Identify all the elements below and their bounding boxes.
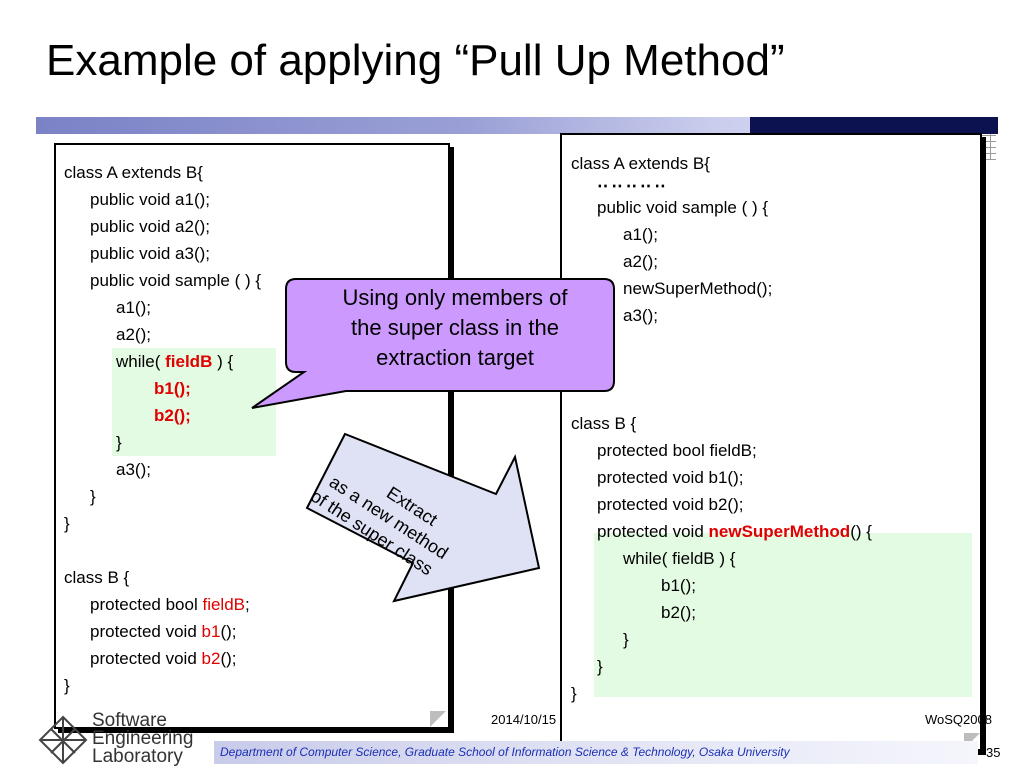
left-highlight-block: [112, 348, 276, 456]
code-text: ) {: [212, 352, 234, 371]
callout-line: the super class in the: [351, 315, 559, 340]
code-line: class B {: [64, 568, 130, 587]
logo-line: Software: [92, 710, 167, 731]
code-line: }: [597, 657, 603, 676]
extract-arrow-shape: [305, 432, 541, 603]
code-line: }: [90, 487, 96, 506]
code-line: a3();: [623, 306, 658, 325]
code-method-highlight: b1: [201, 622, 221, 641]
code-line: }: [623, 630, 629, 649]
code-text: protected void: [90, 622, 202, 641]
code-field-highlight: fieldB: [202, 595, 245, 614]
code-line: }: [571, 684, 577, 703]
ellipsis-dots: ‥‥‥‥‥: [597, 172, 669, 191]
code-line: class A extends B{: [571, 154, 710, 173]
code-text: ();: [220, 622, 237, 641]
code-method-highlight: b2: [201, 649, 221, 668]
code-line: }: [64, 514, 70, 533]
code-line: a3();: [116, 460, 151, 479]
code-line: b2();: [661, 603, 696, 622]
right-code-listing: class A extends B{ ‥‥‥‥‥ public void sam…: [571, 150, 872, 707]
code-line: protected void newSuperMethod() {: [571, 518, 872, 545]
logo-line: Laboratory: [92, 746, 183, 767]
logo-line: Engineering: [92, 728, 194, 749]
code-line: protected void b1();: [64, 618, 261, 645]
code-text: protected void: [90, 649, 202, 668]
code-line: public void a1();: [90, 190, 211, 209]
code-line: while( fieldB ) {: [623, 549, 736, 568]
code-line: a2();: [623, 252, 658, 271]
code-line: public void sample ( ) {: [90, 271, 262, 290]
department-text: Department of Computer Science, Graduate…: [220, 745, 790, 759]
callout-bubble: [251, 278, 615, 409]
code-text: protected bool: [90, 595, 203, 614]
code-text: ;: [245, 595, 250, 614]
page-number: 35: [986, 745, 1001, 760]
code-line: a1();: [116, 298, 151, 317]
code-line: b1();: [154, 379, 191, 398]
code-text: ();: [220, 649, 237, 668]
department-bar: [214, 741, 978, 764]
code-line: protected bool fieldB;: [64, 591, 261, 618]
code-line: a2();: [116, 325, 151, 344]
code-line: b1();: [661, 576, 696, 595]
title-bar-dark-segment: [750, 117, 998, 134]
slide-title: Example of applying “Pull Up Method”: [46, 36, 785, 85]
footer-date: 2014/10/15: [491, 712, 557, 727]
callout-line: Using only members of: [342, 285, 568, 310]
code-line: protected void b1();: [597, 468, 744, 487]
code-text: protected void: [597, 522, 709, 541]
code-line: }: [116, 433, 122, 452]
footer-conference: WoSQ2008: [925, 712, 992, 727]
lab-logo-text: Software Engineering Laboratory: [92, 710, 194, 767]
callout-line: extraction target: [376, 345, 534, 370]
code-line: public void a2();: [90, 217, 211, 236]
code-line: class A extends B{: [64, 163, 203, 182]
right-highlight-block: [594, 533, 972, 697]
code-line: a1();: [623, 225, 658, 244]
code-method-highlight: newSuperMethod: [708, 522, 851, 541]
code-field-highlight: fieldB: [165, 352, 213, 371]
code-line: newSuperMethod();: [623, 279, 773, 298]
code-text: () {: [850, 522, 872, 541]
code-line: protected void b2();: [597, 495, 744, 514]
code-line: protected bool fieldB;: [597, 441, 757, 460]
code-line: public void a3();: [90, 244, 211, 263]
code-text: while(: [116, 352, 166, 371]
left-code-listing: class A extends B{ public void a1(); pub…: [64, 159, 261, 699]
code-line: b2();: [154, 406, 191, 425]
page-fold-corner: [430, 711, 446, 727]
original-code-panel: class A extends B{ public void a1(); pub…: [54, 143, 450, 729]
code-line-while: while( fieldB ) {: [64, 348, 261, 375]
code-line: protected void b2();: [64, 645, 261, 672]
code-line: public void sample ( ) {: [597, 198, 769, 217]
callout-text: Using only members of the super class in…: [296, 283, 614, 373]
code-line: }: [64, 676, 70, 695]
code-line: class B {: [571, 414, 637, 433]
refactored-code-panel: class A extends B{ ‥‥‥‥‥ public void sam…: [560, 133, 982, 751]
